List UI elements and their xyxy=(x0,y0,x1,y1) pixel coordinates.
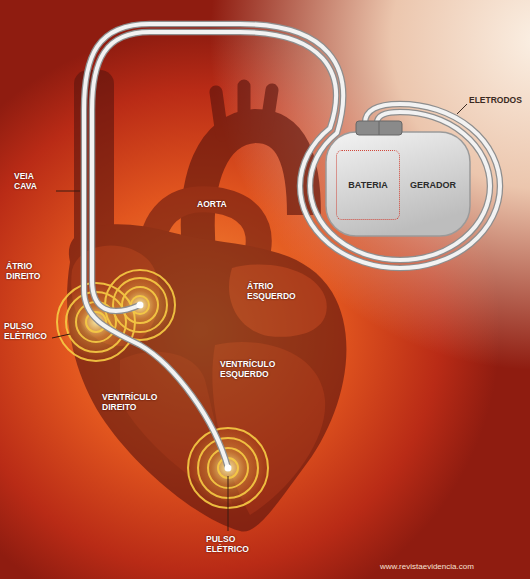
heart-body xyxy=(67,224,346,531)
lead-atrial xyxy=(92,32,500,311)
lead-ventricular-outline xyxy=(84,24,490,468)
part-label: VENTRÍCULO DIREITO xyxy=(102,393,162,413)
leader-line xyxy=(56,191,80,192)
part-label: PULSO ELÉTRICO xyxy=(4,322,50,342)
part-label: PULSO ELÉTRICO xyxy=(206,535,252,555)
device-region: BATERIA xyxy=(336,150,400,220)
device-region: GERADOR xyxy=(404,150,462,220)
aorta-branches xyxy=(216,86,272,135)
header-split xyxy=(379,121,380,135)
heart xyxy=(67,70,346,532)
part-label: AORTA xyxy=(197,200,237,210)
part-label: ELETRODOS xyxy=(469,96,527,106)
part-label: ÁTRIO DIREITO xyxy=(6,262,48,282)
watermark: www.revistaevidencia.com xyxy=(380,562,526,571)
part-label: VENTRÍCULO ESQUERDO xyxy=(220,360,282,380)
region-label: BATERIA xyxy=(348,180,387,190)
pacemaker xyxy=(326,121,470,236)
connector-header xyxy=(356,121,402,135)
electrode-tip xyxy=(137,302,144,309)
pacemaker-case xyxy=(326,132,470,236)
left-atrium xyxy=(229,265,327,337)
electrode-tip xyxy=(225,465,232,472)
leader-line xyxy=(52,334,70,338)
leader-line xyxy=(228,476,229,531)
leader-line xyxy=(457,104,467,114)
part-label: ÁTRIO ESQUERDO xyxy=(247,282,297,302)
lead-ventricular xyxy=(84,24,490,468)
leader-lines xyxy=(52,104,467,531)
electrode-leads xyxy=(84,24,500,472)
part-label: VEIA CAVA xyxy=(14,172,54,192)
lead-atrial-outline xyxy=(92,32,500,311)
region-label: GERADOR xyxy=(410,180,456,190)
